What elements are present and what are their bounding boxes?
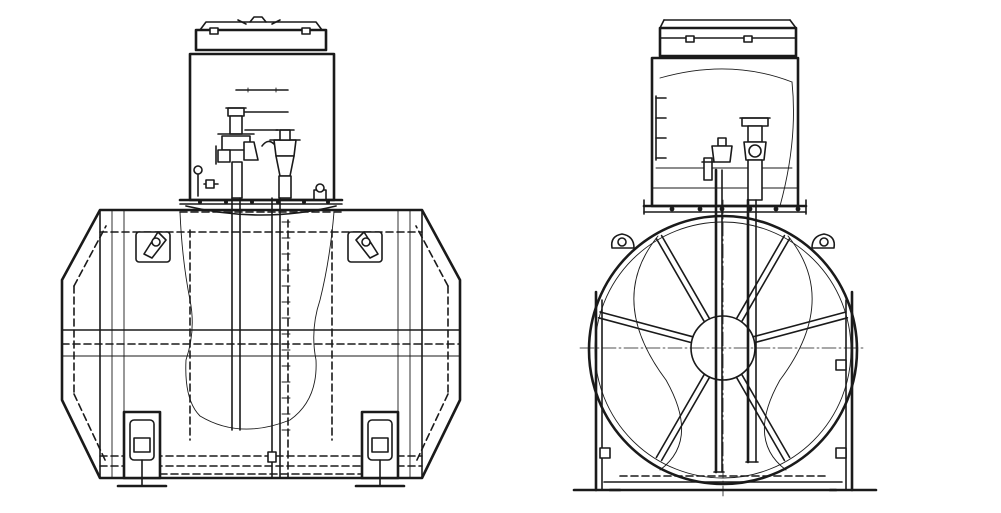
foot-left (116, 410, 168, 488)
stiffener-rib (597, 316, 693, 344)
end-view (572, 19, 878, 497)
tank-shell (579, 199, 867, 497)
stiffener-ribs (597, 234, 849, 462)
level-gauge (281, 221, 291, 431)
stiffener-rib (660, 234, 711, 320)
end-dip-pipes (713, 168, 759, 474)
lifting-lug-left (135, 231, 171, 263)
sight-scale (655, 95, 667, 161)
dome-housing (188, 52, 336, 202)
stiffener-rib (655, 237, 706, 323)
stiffener-rib (660, 376, 711, 462)
stiffener-rib (655, 373, 706, 459)
end-lug-right (811, 233, 836, 249)
stiffener-rib (753, 316, 849, 344)
stiffener-rib (740, 373, 791, 459)
stiffener-rib (740, 237, 791, 323)
stiffener-rib (752, 311, 847, 338)
end-valve-assembly (701, 117, 771, 201)
stiffener-rib (599, 311, 694, 338)
neck-flange (178, 198, 344, 216)
side-view (60, 16, 462, 488)
manhole-cover (194, 16, 328, 52)
stiffener-rib (735, 376, 786, 462)
dip-pipes (231, 197, 289, 479)
end-lug-left (610, 233, 635, 249)
end-flange (642, 199, 808, 215)
stiffener-rib (735, 234, 786, 320)
end-housing (650, 56, 800, 208)
end-supports (572, 290, 878, 492)
foot-right (354, 410, 406, 488)
tank-body (60, 208, 462, 480)
lifting-lug-right (347, 231, 383, 263)
base-skid-lines (159, 451, 363, 475)
end-manhole-cover (658, 19, 798, 58)
valve-assembly (193, 107, 327, 201)
